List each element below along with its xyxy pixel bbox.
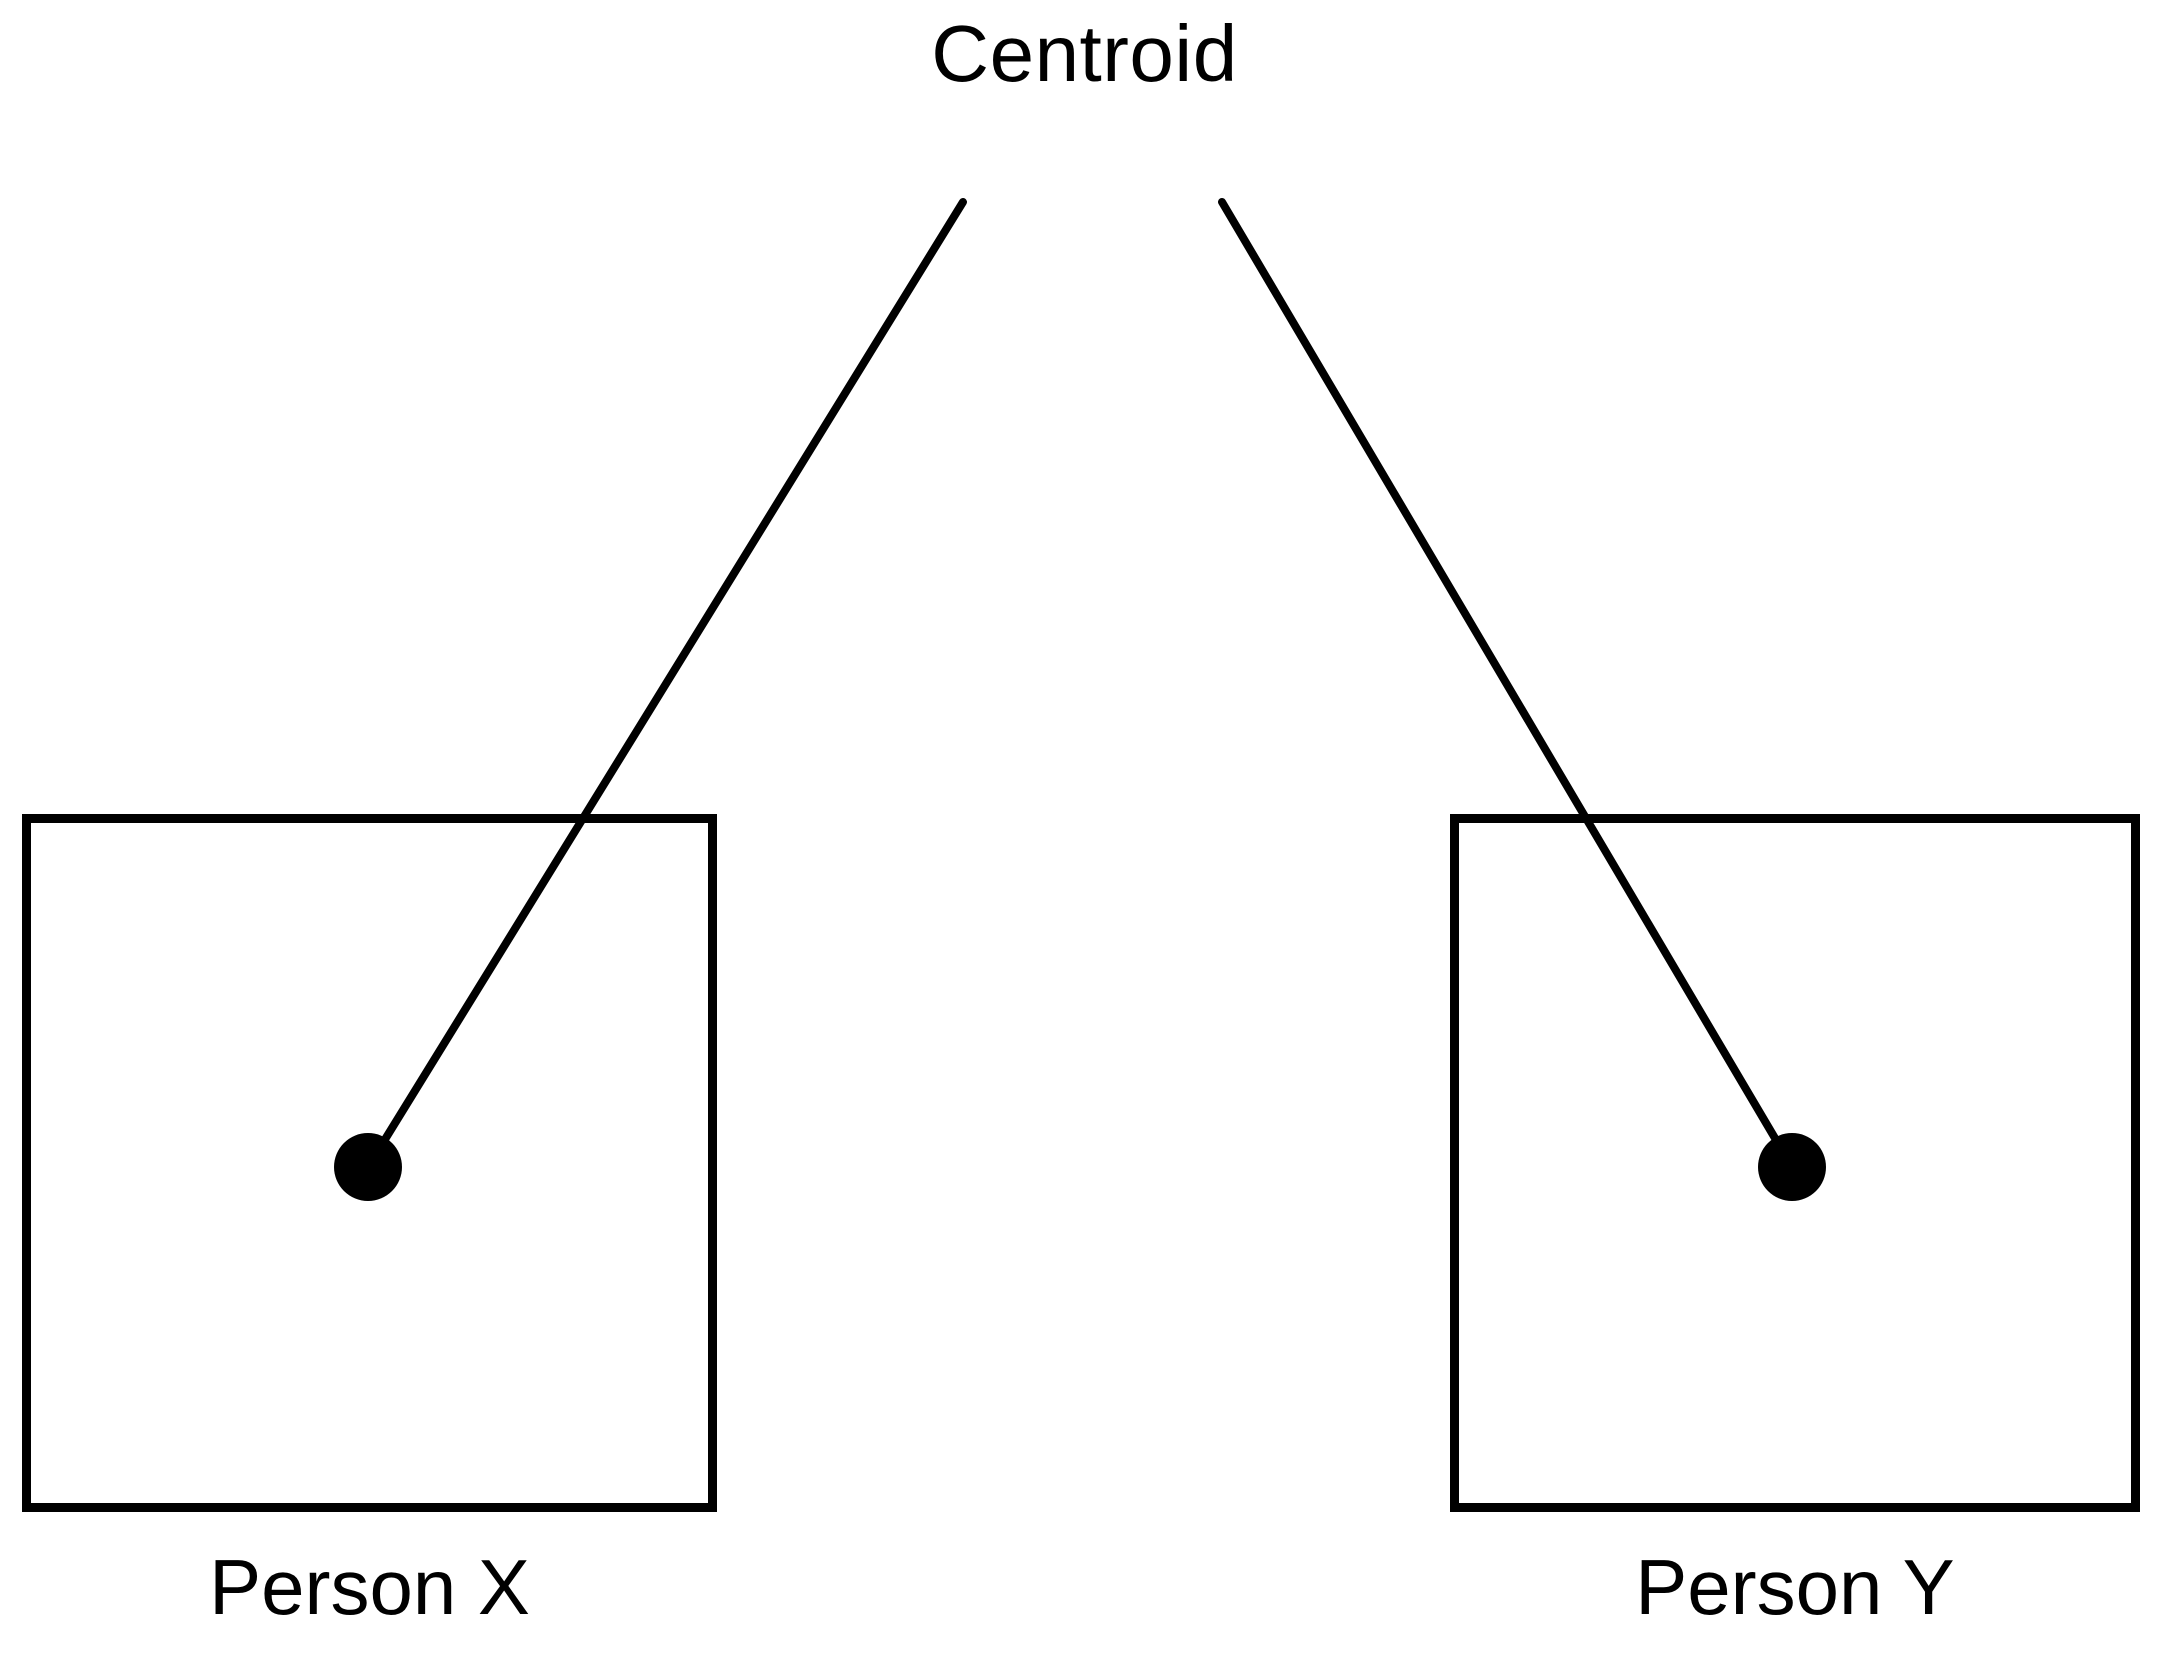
person-y-label: Person Y [1635,1543,1955,1631]
person-y-region [1450,814,2140,1512]
person-x-region [22,814,717,1512]
centroid-label: Centroid [931,9,1238,98]
person-x-label: Person X [209,1543,530,1631]
person-y-centroid-dot [1758,1133,1826,1201]
person-x-centroid-dot [334,1133,402,1201]
